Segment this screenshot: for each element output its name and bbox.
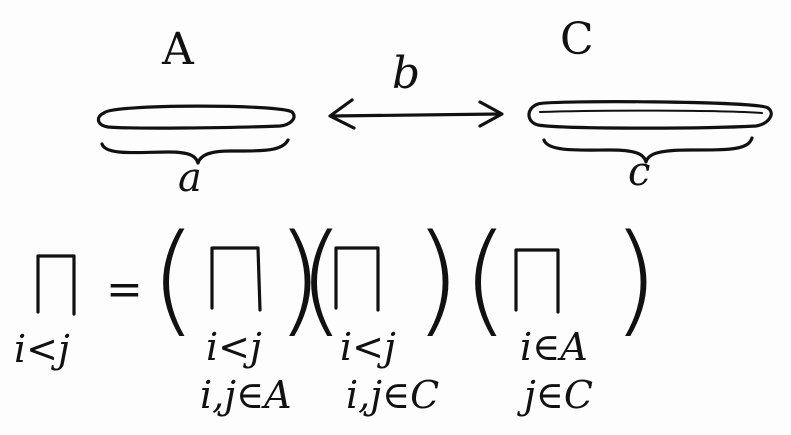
arrow-b-shaft xyxy=(330,112,502,118)
product-symbol-lhs xyxy=(36,254,76,316)
segment-a-bar xyxy=(96,104,296,130)
term3-index-line1: i∈A xyxy=(520,325,588,369)
equals-sign: = xyxy=(106,264,143,315)
close-paren-3: ) xyxy=(612,210,659,349)
term1-index-line1: i<j xyxy=(206,325,262,369)
lhs-index: i<j xyxy=(14,327,70,371)
open-paren-1: ( xyxy=(150,210,197,349)
term2-index-line2: i,j∈C xyxy=(346,373,440,417)
product-symbol-term1 xyxy=(210,246,262,312)
term3-index-line2: j∈C xyxy=(524,373,593,417)
arrow-b-left-head xyxy=(328,98,356,130)
label-A: A xyxy=(162,24,194,75)
open-paren-3: ( xyxy=(462,210,509,349)
arrow-b-right-head xyxy=(478,100,504,128)
label-b: b xyxy=(392,48,421,99)
close-paren-1: ) xyxy=(276,210,323,349)
brace-c xyxy=(542,136,754,164)
close-paren-2: ) xyxy=(414,210,461,349)
open-paren-2: ( xyxy=(298,210,345,349)
label-C: C xyxy=(560,14,594,65)
segment-c-bar xyxy=(527,100,773,130)
product-symbol-term3 xyxy=(514,248,560,314)
label-a-under: a xyxy=(178,155,202,201)
term2-index-line1: i<j xyxy=(340,325,396,369)
product-symbol-term2 xyxy=(334,246,380,312)
segment-c-inner xyxy=(539,109,763,114)
term1-index-line2: i,j∈A xyxy=(200,373,292,417)
label-c-under: c xyxy=(628,149,651,195)
brace-a xyxy=(100,138,290,165)
